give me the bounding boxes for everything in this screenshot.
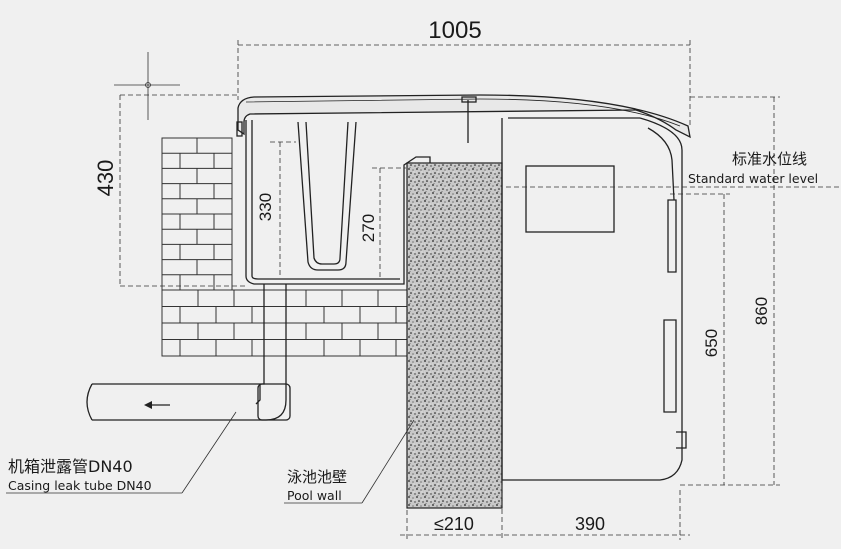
label-leak-tube-cn: 机箱泄露管DN40 — [8, 457, 133, 476]
dim-height-860: 860 — [752, 297, 771, 325]
leader-lines — [6, 411, 415, 504]
label-pool-wall-cn: 泳池池壁 — [287, 468, 347, 486]
skimmer-housing — [236, 94, 691, 481]
dim-weir-depth: 270 — [359, 214, 378, 242]
dim-inner-depth: 330 — [256, 193, 275, 221]
label-pool-wall-en: Pool wall — [287, 488, 342, 503]
dim-body-depth: 390 — [575, 514, 605, 534]
label-leak-tube-en: Casing leak tube DN40 — [8, 478, 152, 493]
dim-height-650: 650 — [702, 329, 721, 357]
dim-height-top: 430 — [93, 160, 118, 197]
dimension-lines — [114, 40, 840, 540]
pool-wall — [406, 162, 503, 509]
drain-pipe — [86, 284, 291, 421]
label-water-level-en: Standard water level — [688, 171, 818, 186]
dim-wall-thickness: ≤210 — [434, 514, 474, 534]
label-water-level-cn: 标准水位线 — [732, 150, 807, 168]
dim-overall-width: 1005 — [428, 17, 481, 44]
flow-arrow — [144, 401, 170, 409]
